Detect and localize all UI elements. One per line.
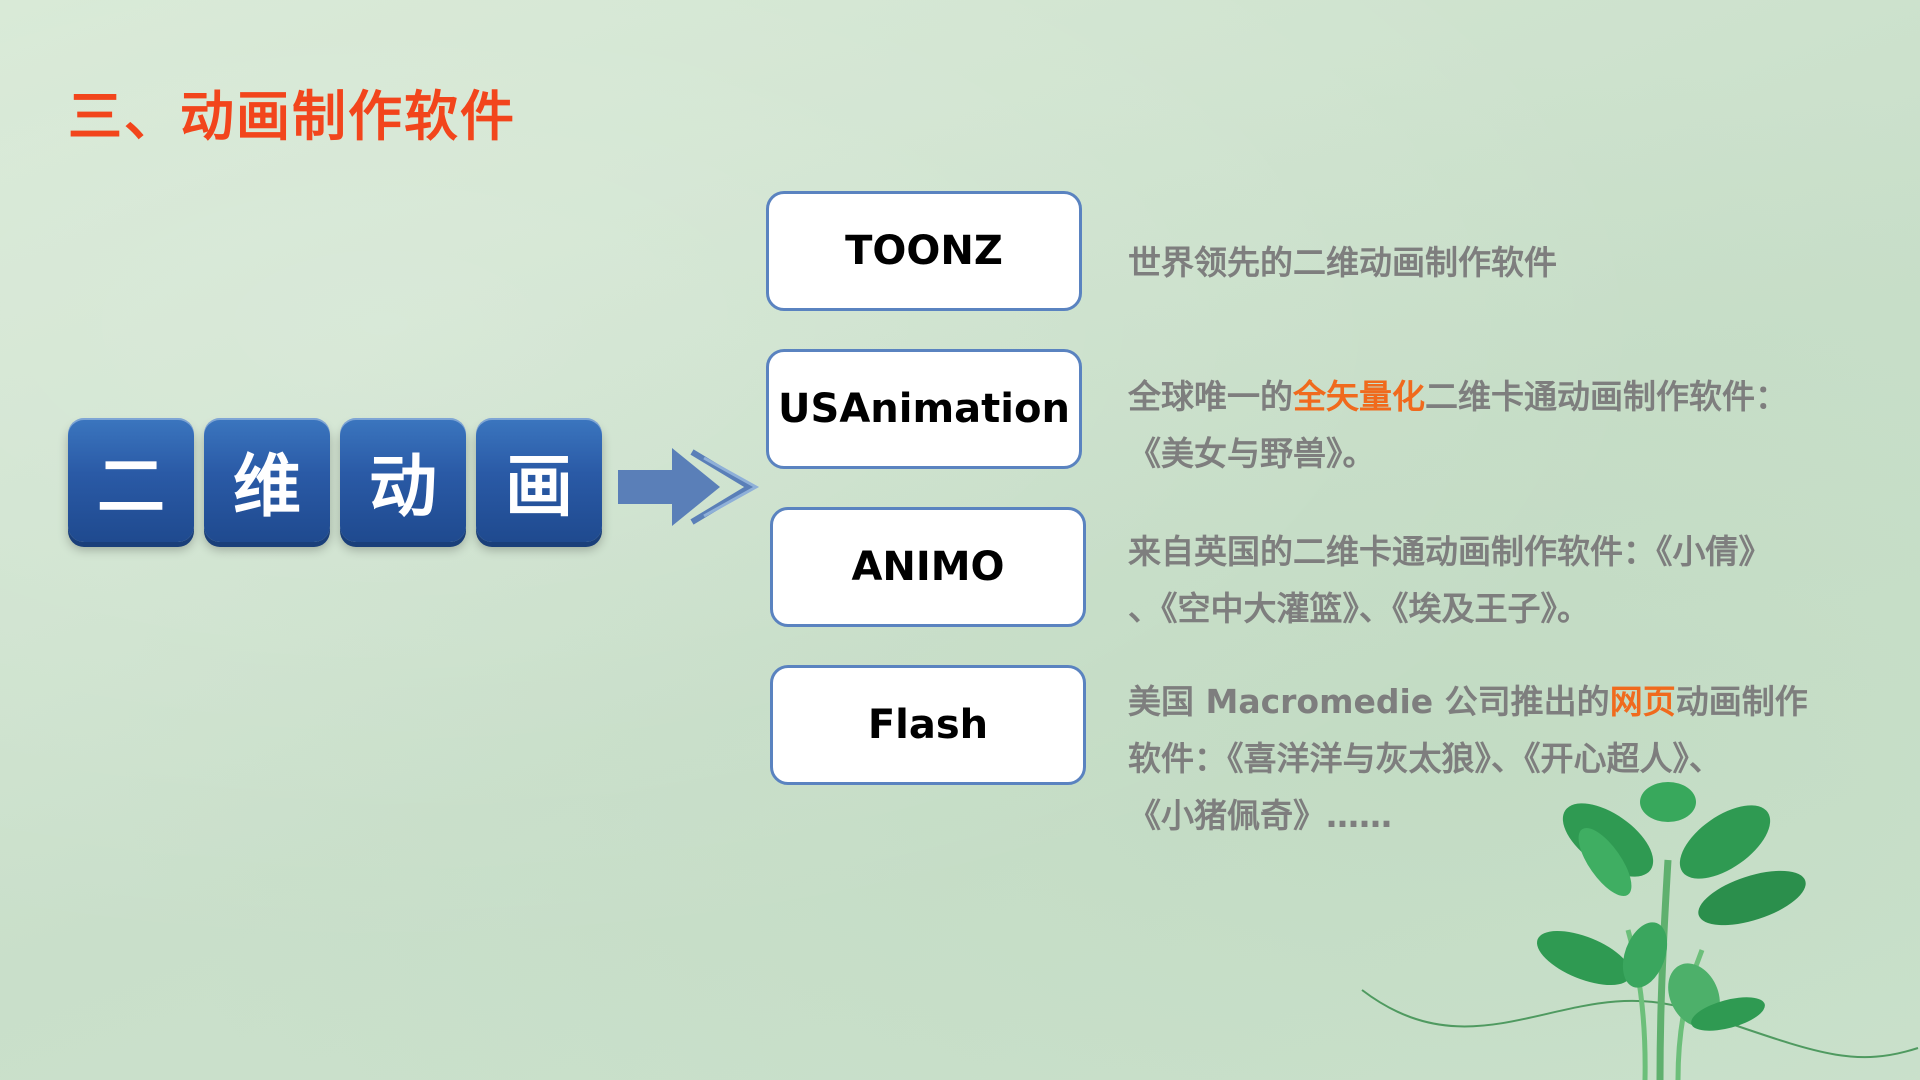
description-flash: 美国 Macromedie 公司推出的网页动画制作 软件：《喜洋洋与灰太狼》、《…: [1128, 682, 1808, 835]
software-name: TOONZ: [845, 228, 1003, 274]
block-char-4: 画: [476, 418, 602, 542]
description-toonz: 世界领先的二维动画制作软件: [1128, 243, 1557, 282]
software-box-flash: Flash: [770, 665, 1086, 785]
description-animo: 来自英国的二维卡通动画制作软件：《小倩》 、《空中大灌篮》、《埃及王子》。: [1128, 532, 1772, 628]
software-name: Flash: [867, 702, 989, 748]
plant-decoration-icon: [1361, 782, 1919, 1080]
slide-title: 三、动画制作软件: [68, 85, 516, 148]
highlight-text: 网页: [1609, 682, 1676, 721]
software-name: ANIMO: [851, 544, 1005, 590]
block-char-2: 维: [204, 418, 330, 542]
software-box-toonz: TOONZ: [766, 191, 1082, 311]
software-box-animo: ANIMO: [770, 507, 1086, 627]
block-char-3: 动: [340, 418, 466, 542]
right-arrow-icon: [618, 448, 760, 526]
software-box-usanimation: USAnimation: [766, 349, 1082, 469]
software-name: USAnimation: [778, 386, 1070, 432]
highlight-text: 全矢量化: [1293, 377, 1425, 416]
description-usanimation: 全球唯一的全矢量化二维卡通动画制作软件： 《美女与野兽》。: [1128, 377, 1788, 473]
title-blocks: 二 维 动 画: [68, 418, 602, 542]
block-char-1: 二: [68, 418, 194, 542]
